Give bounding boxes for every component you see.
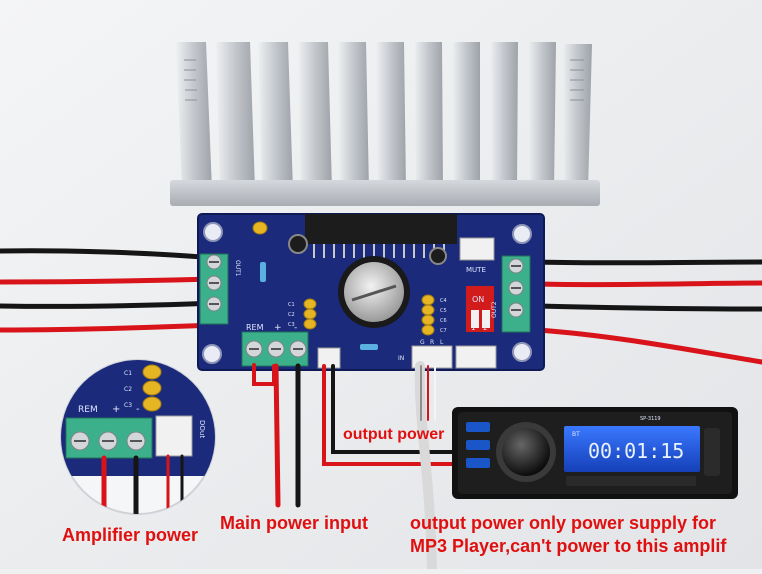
input-label: IN <box>398 355 404 362</box>
inset-plus-label: + <box>112 404 120 415</box>
main-power-input-caption: Main power input <box>220 513 368 533</box>
cap-label-c5: C5 <box>440 308 447 314</box>
inset-rem-label: REM <box>78 405 98 415</box>
rem-label: REM <box>246 323 264 332</box>
player-model: SP-3119 <box>640 416 661 422</box>
cap-label-c1: C1 <box>288 302 295 308</box>
inset-cap-c2: C2 <box>124 386 132 393</box>
player-brand: BT <box>572 431 580 438</box>
speaker-wires-left <box>0 248 218 333</box>
switch-1-label: 1 <box>471 324 475 332</box>
cap-label-c4: C4 <box>440 298 447 304</box>
input-g-label: G <box>420 339 425 346</box>
minus-label: - <box>294 323 297 333</box>
output-note-line-1: output power only power supply for <box>410 513 716 533</box>
output-note-line-2: MP3 Player,can't power to this amplif <box>410 536 727 556</box>
speaker-wires-right <box>535 259 762 365</box>
input-l-label: L <box>440 339 444 346</box>
cap-label-c6: C6 <box>440 318 447 324</box>
plus-label: + <box>274 323 282 333</box>
cap-label-c7: C7 <box>440 328 447 334</box>
mp3-player-head-unit <box>452 407 738 499</box>
output-power-caption: output power <box>343 426 445 443</box>
amplifier-power-caption: Amplifier power <box>62 525 199 545</box>
zoom-inset <box>60 359 216 515</box>
lcd-time-display: 00:01:15 <box>588 439 684 463</box>
input-r-label: R <box>430 339 434 346</box>
inset-minus-label: - <box>136 404 140 415</box>
switch-2-label: 2 <box>483 324 487 332</box>
out2-label: OUT2 <box>491 301 498 318</box>
inset-cap-c3: C3 <box>124 402 132 409</box>
mute-label: MUTE <box>466 266 486 274</box>
heatsink <box>170 42 600 206</box>
switch-on-label: ON <box>472 295 484 304</box>
inset-cap-c1: C1 <box>124 370 132 377</box>
power-and-signal-wires <box>252 361 464 574</box>
inset-dout-label: DOut <box>198 420 206 438</box>
cap-label-c2: C2 <box>288 312 295 318</box>
amplifier-board <box>197 213 545 371</box>
cap-label-c3: C3 <box>288 322 295 328</box>
out1-label: OUT1 <box>234 260 241 277</box>
